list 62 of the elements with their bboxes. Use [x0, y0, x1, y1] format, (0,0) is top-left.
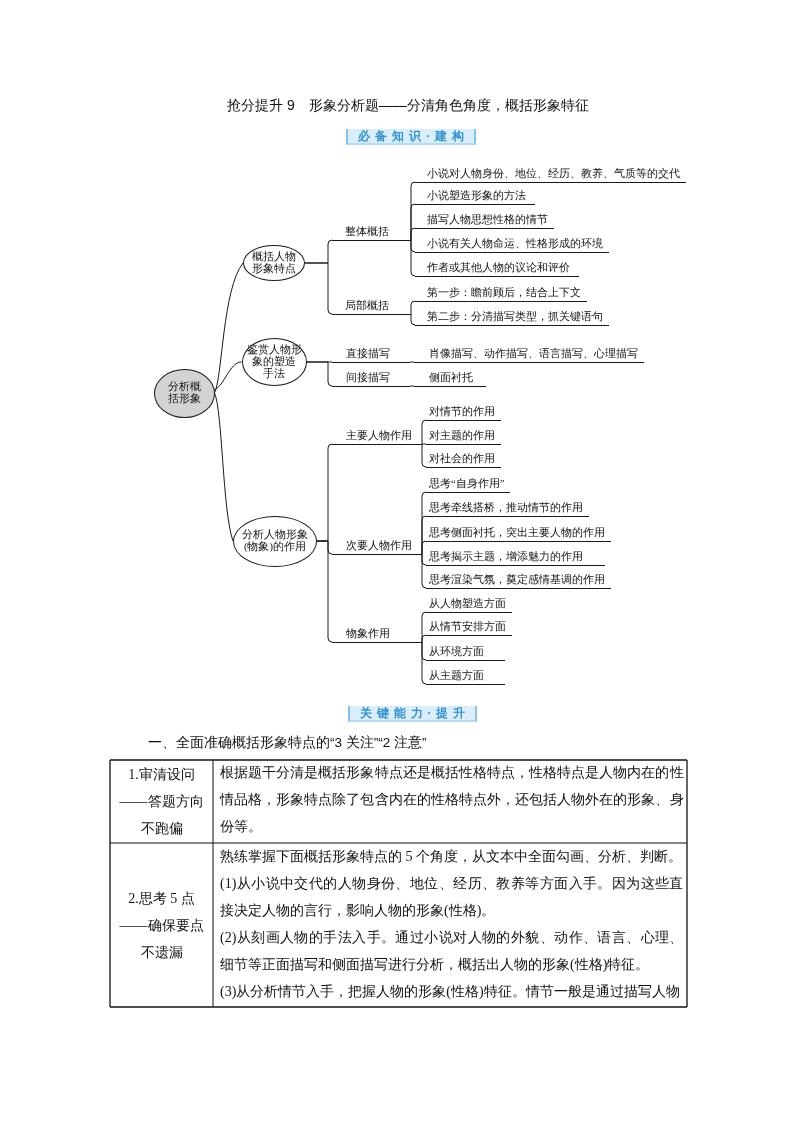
cell-text: (3)从分析情节入手，把握人物的形象(性格)特征。情节一般是通过描写人物 — [220, 983, 681, 1001]
connector-line — [421, 419, 427, 445]
cell-text: (2)从刻画人物的手法入手。通过小说对人物的外貌、动作、语言、心理、细节等正面描写和侧面描写进行分析，概括出人物的形象(性格)特征。 — [220, 929, 684, 974]
branch-label: 思考揭示主题，增添魅力的作用 — [426, 548, 605, 566]
branch-label: 从情节安排方面 — [426, 618, 512, 636]
connector-line — [409, 361, 415, 363]
branch-label: 思考牵线搭桥，推动情节的作用 — [426, 499, 589, 517]
connector-line — [213, 361, 242, 391]
connector-line — [410, 227, 416, 241]
branch-label: 第二步：分清描写类型，抓关键语句 — [415, 308, 609, 326]
connector-line — [421, 634, 427, 643]
branch-label: 从环境方面 — [426, 643, 505, 661]
branch-label: 小说对人物身份、地位、经历、教养、气质等的交代 — [415, 165, 686, 183]
topic-ellipse: 鉴赏人物形象的塑造手法 — [241, 338, 307, 386]
section-heading: 一、全面准确概括形象特点的“3 关注”“2 注意” — [148, 734, 427, 752]
row-heading: 1.审清设问——答题方向不跑偏 — [118, 766, 205, 838]
branch-label: 局部概括 — [332, 297, 411, 315]
branch-label: 描写人物思想性格的情节 — [415, 211, 554, 229]
branch-label: 从人物塑造方面 — [426, 595, 512, 613]
branch-label: 次要人物作用 — [332, 537, 422, 555]
branch-label: 小说有关人物命运、性格形成的环境 — [415, 235, 609, 253]
section-banner: 关键能力·提升 — [348, 706, 477, 722]
page-title: 抢分提升 9 形象分析题——分清角色角度，概括形象特征 — [227, 96, 589, 114]
connector-line — [304, 262, 333, 315]
branch-label: 肖像描写、动作描写、语言描写、心理描写 — [414, 345, 644, 363]
branch-label: 侧面衬托 — [414, 369, 486, 387]
branch-label: 思考“自身作用” — [426, 475, 511, 493]
cell-text: 根据题干分清是概括形象特点还是概括性格特点，性格特点是人物内在的性情品格，形象特点除了包含内在的性格特点外，还包括人物外在的形象、身份等。 — [220, 763, 684, 836]
row-heading: 2.思考 5 点——确保要点不遗漏 — [118, 889, 205, 962]
cell-text: (1)从小说中交代的人物身份、地位、经历、教养等方面入手。因为这些直接决定人物的言行，影响人物的形象(性格)。 — [220, 875, 684, 920]
connector-line — [409, 385, 415, 387]
connector-line — [421, 553, 427, 589]
topic-ellipse: 分析人物形象(物象)的作用 — [233, 515, 317, 567]
branch-label: 对主题的作用 — [426, 427, 501, 445]
central-ellipse: 分析概括形象 — [153, 368, 215, 418]
branch-label: 直接描写 — [332, 345, 410, 363]
connector-line — [421, 443, 427, 445]
branch-label: 对情节的作用 — [426, 403, 501, 421]
cell-text: 熟练掌握下面概括形象特点的 5 个角度，从文本中全面勾画、分析、判断。 — [220, 848, 683, 866]
branch-label: 第一步：瞻前顾后，结合上下文 — [415, 284, 587, 302]
branch-label: 作者或其他人物的议论和评价 — [415, 259, 579, 277]
connector-line — [410, 239, 416, 277]
branch-label: 整体概括 — [332, 223, 411, 241]
connector-line — [410, 300, 416, 315]
branch-label: 主要人物作用 — [332, 427, 422, 445]
branch-label: 从主题方面 — [426, 667, 505, 685]
connector-line — [421, 641, 427, 685]
connector-line — [316, 540, 333, 643]
branch-label: 小说塑造形象的方法 — [415, 187, 535, 205]
topic-ellipse: 概括人物形象特点 — [243, 245, 305, 281]
connector-line — [306, 361, 333, 387]
branch-label: 对社会的作用 — [426, 450, 501, 468]
branch-label: 物象作用 — [332, 625, 422, 643]
branch-label: 思考侧面衬托，突出主要人物的作用 — [426, 524, 611, 542]
connector-line — [421, 443, 427, 468]
connector-line — [410, 313, 416, 326]
connector-line — [214, 262, 244, 394]
connector-line — [421, 540, 427, 555]
branch-label: 思考渲染气氛，奠定感情基调的作用 — [426, 571, 611, 589]
connector-line — [214, 392, 234, 542]
section-banner: 必备知识·建构 — [346, 129, 476, 145]
branch-label: 间接描写 — [332, 369, 410, 387]
